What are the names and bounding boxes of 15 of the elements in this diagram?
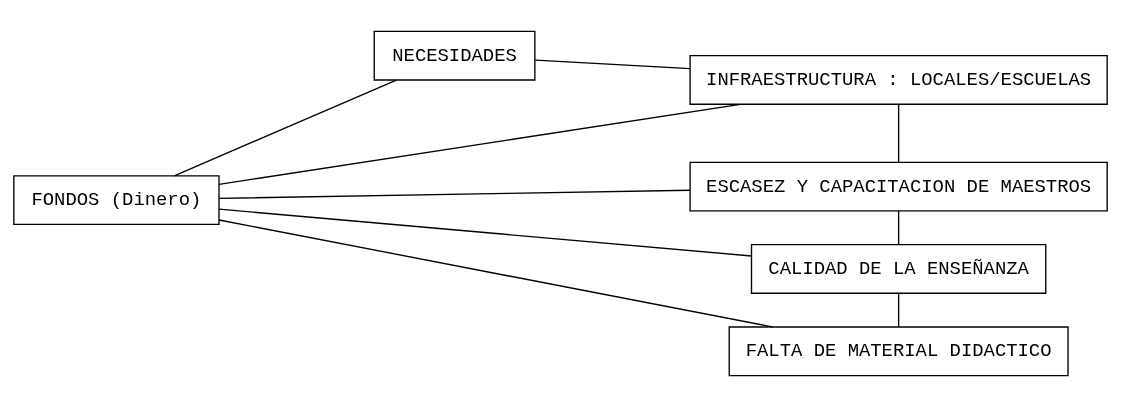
connector: [173, 78, 398, 176]
node-box: ESCASEZ Y CAPACITACION DE MAESTROS: [689, 161, 1108, 212]
node-box: NECESIDADES: [373, 30, 536, 81]
connector: [897, 209, 900, 245]
connector: [218, 189, 691, 199]
connector: [897, 292, 900, 328]
connector: [534, 58, 691, 69]
connector: [897, 103, 900, 163]
node-box: INFRAESTRUCTURA : LOCALES/ESCUELAS: [689, 54, 1108, 105]
connector: [218, 218, 774, 328]
connector: [218, 208, 753, 257]
node-box: FONDOS (Dinero): [13, 174, 220, 225]
node-box: FALTA DE MATERIAL DIDACTICO: [728, 325, 1069, 376]
connector: [218, 103, 741, 185]
node-box: CALIDAD DE LA ENSEÑANZA: [750, 243, 1047, 294]
